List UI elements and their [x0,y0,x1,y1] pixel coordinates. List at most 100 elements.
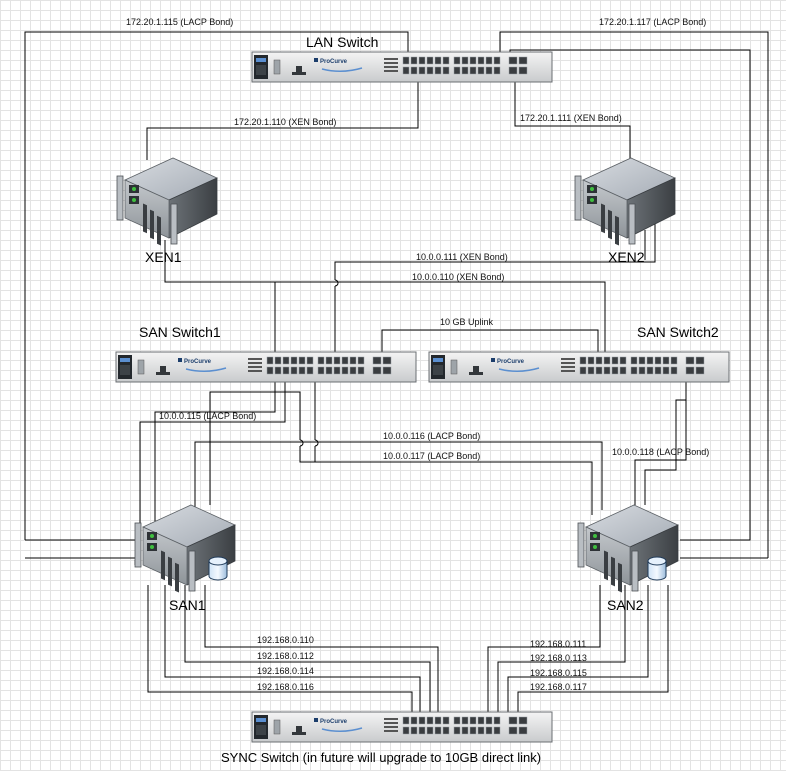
switch-port [469,66,477,75]
switch-port [654,366,662,375]
switch-port [282,356,290,365]
switch-port [418,716,426,725]
sync-link-label: 192.168.0.111 [530,639,586,649]
switch-port [325,366,333,375]
switch-port [442,56,450,65]
switch-sfp-port [372,356,382,365]
switch-port [493,726,501,735]
switch-port [619,366,627,375]
san-switch1-title: SAN Switch1 [139,324,221,340]
switch-port [418,726,426,735]
switch-port [587,356,595,365]
switch-port [579,366,587,375]
switch-port [646,356,654,365]
switch-port [461,726,469,735]
switch-port [426,66,434,75]
switch-port [426,726,434,735]
switch-port [434,66,442,75]
switch-sfp-port [508,716,518,725]
switch-port [646,366,654,375]
xen1-label: XEN1 [145,249,182,265]
switch-port [485,56,493,65]
switch-port [333,356,341,365]
switch-port [290,356,298,365]
switch-port [595,356,603,365]
switch-port [453,716,461,725]
xen1-server-icon [116,157,218,246]
link-label-xen2-lan: 172.20.1.111 (XEN Bond) [520,113,622,123]
link-label-xen1-san: 10.0.0.110 (XEN Bond) [412,272,504,282]
switch-port [442,716,450,725]
switch-port [493,66,501,75]
switch-port [434,726,442,735]
switch-port [442,66,450,75]
switch-port [611,356,619,365]
switch-port [402,56,410,65]
switch-port [638,356,646,365]
xen2-server-icon [574,157,676,246]
switch-port [630,366,638,375]
switch-port [493,56,501,65]
switch-port [402,716,410,725]
switch-port [298,366,306,375]
link-label-xen1-lan: 172.20.1.110 (XEN Bond) [234,117,336,127]
switch-port [402,726,410,735]
switch-port [611,366,619,375]
switch-port [485,716,493,725]
sync-link-label: 192.168.0.112 [257,651,314,661]
switch-sfp-port [372,366,382,375]
switch-port [410,56,418,65]
switch-port [357,366,365,375]
switch-port [630,356,638,365]
switch-port [477,726,485,735]
switch-port [595,366,603,375]
switch-port [306,366,314,375]
switch-port [317,356,325,365]
switch-port [469,716,477,725]
switch-sfp-port [685,356,695,365]
sync-link-label: 192.168.0.116 [257,682,314,692]
sync-switch-title: SYNC Switch (in future will upgrade to 1… [221,750,541,765]
link-label-xen2-san: 10.0.0.111 (XEN Bond) [416,252,508,262]
san2-server-icon [577,504,679,593]
switch-port [493,716,501,725]
switch-port [266,366,274,375]
switch-port [357,356,365,365]
connection-lines [24,31,769,712]
switch-port [426,716,434,725]
switch-port [274,366,282,375]
switch-port [603,366,611,375]
switch-sfp-port [695,366,705,375]
lan-switch [251,51,553,83]
switch-port [461,716,469,725]
switch-port [477,66,485,75]
switch-port [579,356,587,365]
switch-port [587,366,595,375]
switch-sfp-port [518,716,528,725]
switch-port [418,56,426,65]
switch-sfp-port [382,366,392,375]
san-switch-1 [115,351,417,383]
switch-port [410,726,418,735]
switch-port [434,716,442,725]
switch-port [453,726,461,735]
switch-port [469,56,477,65]
switch-sfp-port [518,726,528,735]
switch-port [654,356,662,365]
switch-port [266,356,274,365]
link-label-san-117: 10.0.0.117 (LACP Bond) [383,451,480,461]
switch-sfp-port [508,726,518,735]
switch-port [410,66,418,75]
switch-sfp-port [382,356,392,365]
switch-port [349,366,357,375]
switch-port [290,366,298,375]
san-switch-2 [428,351,730,383]
switch-port [333,366,341,375]
switch-sfp-port [695,356,705,365]
link-label-san1-lan: 172.20.1.115 (LACP Bond) [126,17,233,27]
switch-port [298,356,306,365]
switch-port [453,56,461,65]
switch-port [410,716,418,725]
switch-port [349,356,357,365]
